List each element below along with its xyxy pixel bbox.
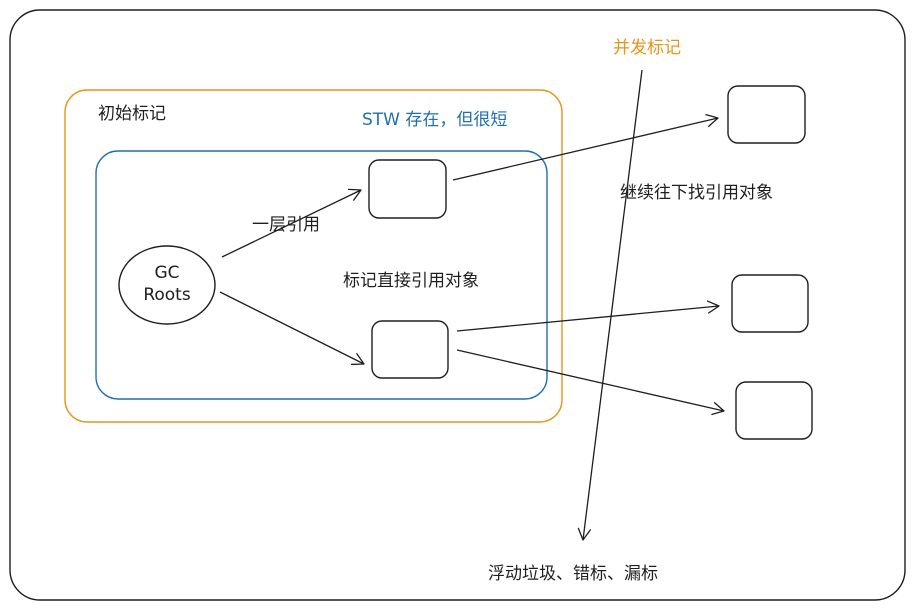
arrow-bottom-to-level2-c bbox=[456, 349, 725, 416]
arrow-roots-to-top bbox=[221, 188, 362, 258]
concurrent-mark-label: 并发标记 bbox=[613, 38, 681, 58]
object-node-level2-a bbox=[727, 85, 806, 144]
gc-roots-text: GC Roots bbox=[118, 244, 216, 324]
gc-roots-line2: Roots bbox=[143, 285, 191, 305]
arrow-roots-to-bottom bbox=[219, 291, 365, 366]
outer-frame bbox=[9, 9, 906, 601]
arrow-bottom-to-level2-b bbox=[456, 300, 720, 332]
mark-direct-refs-label: 标记直接引用对象 bbox=[343, 271, 479, 291]
gc-roots-node bbox=[118, 245, 216, 325]
floating-garbage-label: 浮动垃圾、错标、漏标 bbox=[488, 564, 658, 584]
one-level-ref-label: 一层引用 bbox=[252, 215, 320, 235]
object-node-level1-top bbox=[368, 159, 447, 219]
stw-box bbox=[95, 150, 548, 400]
initial-mark-box bbox=[64, 89, 563, 423]
object-node-level1-bottom bbox=[371, 320, 449, 379]
continue-find-label: 继续往下找引用对象 bbox=[620, 183, 773, 203]
arrow-top-to-level2-a bbox=[452, 114, 719, 181]
gc-roots-line1: GC bbox=[154, 263, 180, 283]
object-node-level2-c bbox=[735, 381, 813, 440]
concurrent-mark-arrow bbox=[577, 69, 643, 541]
object-node-level2-b bbox=[731, 274, 809, 333]
stw-note-label: STW 存在，但很短 bbox=[362, 110, 508, 130]
initial-mark-label: 初始标记 bbox=[98, 104, 166, 124]
